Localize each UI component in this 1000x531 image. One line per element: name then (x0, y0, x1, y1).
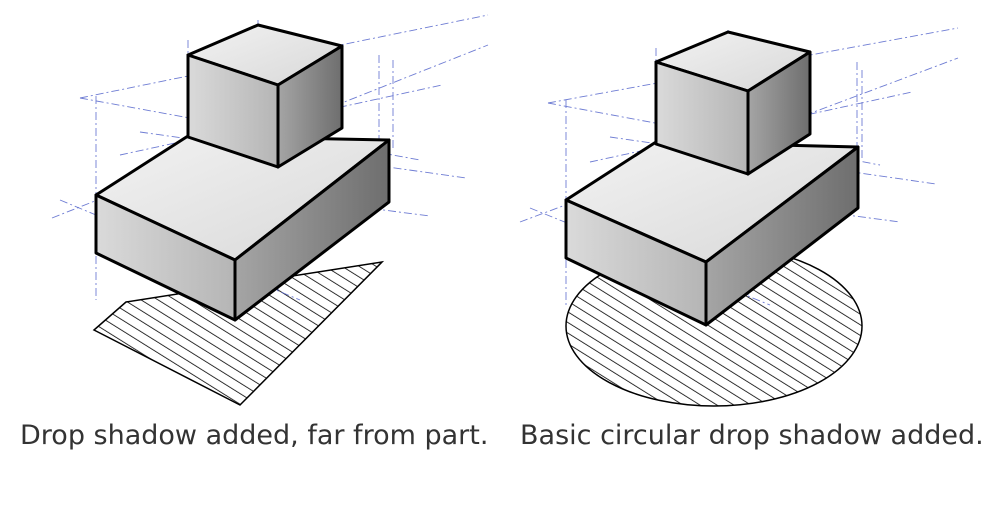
top-cube (654, 30, 812, 176)
drop-shadow-parallelogram (92, 260, 385, 406)
caption-left: Drop shadow added, far from part. (20, 420, 489, 451)
figure-right (519, 27, 959, 407)
base-block (564, 140, 860, 327)
figure-left (51, 14, 489, 406)
base-block (94, 134, 391, 322)
top-cube (186, 23, 344, 169)
caption-right: Basic circular drop shadow added. (520, 420, 984, 451)
